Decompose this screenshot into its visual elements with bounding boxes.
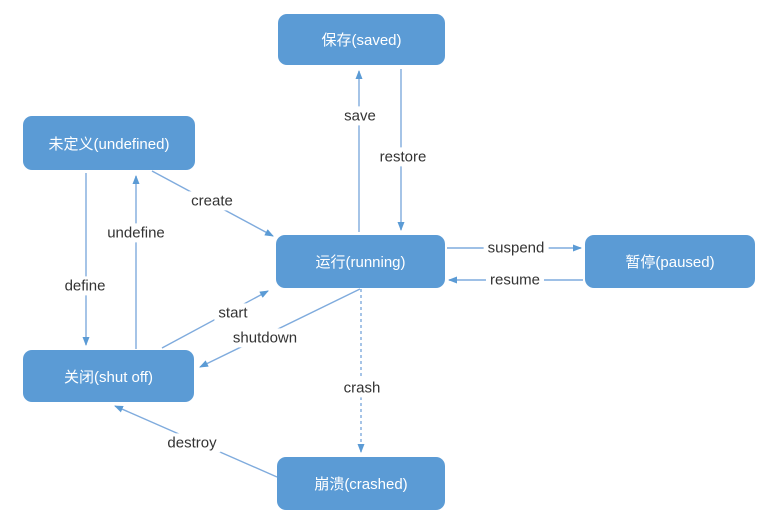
state-crashed: 崩溃(crashed) (277, 457, 445, 510)
transition-label-undefine: undefine (103, 223, 169, 243)
transition-label-restore: restore (375, 147, 431, 167)
state-shutoff: 关闭(shut off) (23, 350, 194, 402)
transition-label-define: define (60, 276, 110, 296)
transition-label-start: start (214, 303, 252, 323)
edge-shutdown-arrow (199, 288, 361, 368)
transition-label-crash: crash (339, 378, 385, 398)
state-undefined: 未定义(undefined) (23, 116, 195, 170)
transition-label-create: create (187, 191, 237, 211)
state-running: 运行(running) (276, 235, 445, 288)
transition-label-save: save (340, 106, 380, 126)
transition-label-resume: resume (485, 270, 545, 290)
transition-label-destroy: destroy (163, 433, 221, 453)
transition-label-suspend: suspend (483, 238, 549, 258)
transition-label-shutdown: shutdown (228, 328, 302, 348)
state-paused: 暂停(paused) (585, 235, 755, 288)
state-saved: 保存(saved) (278, 14, 445, 65)
